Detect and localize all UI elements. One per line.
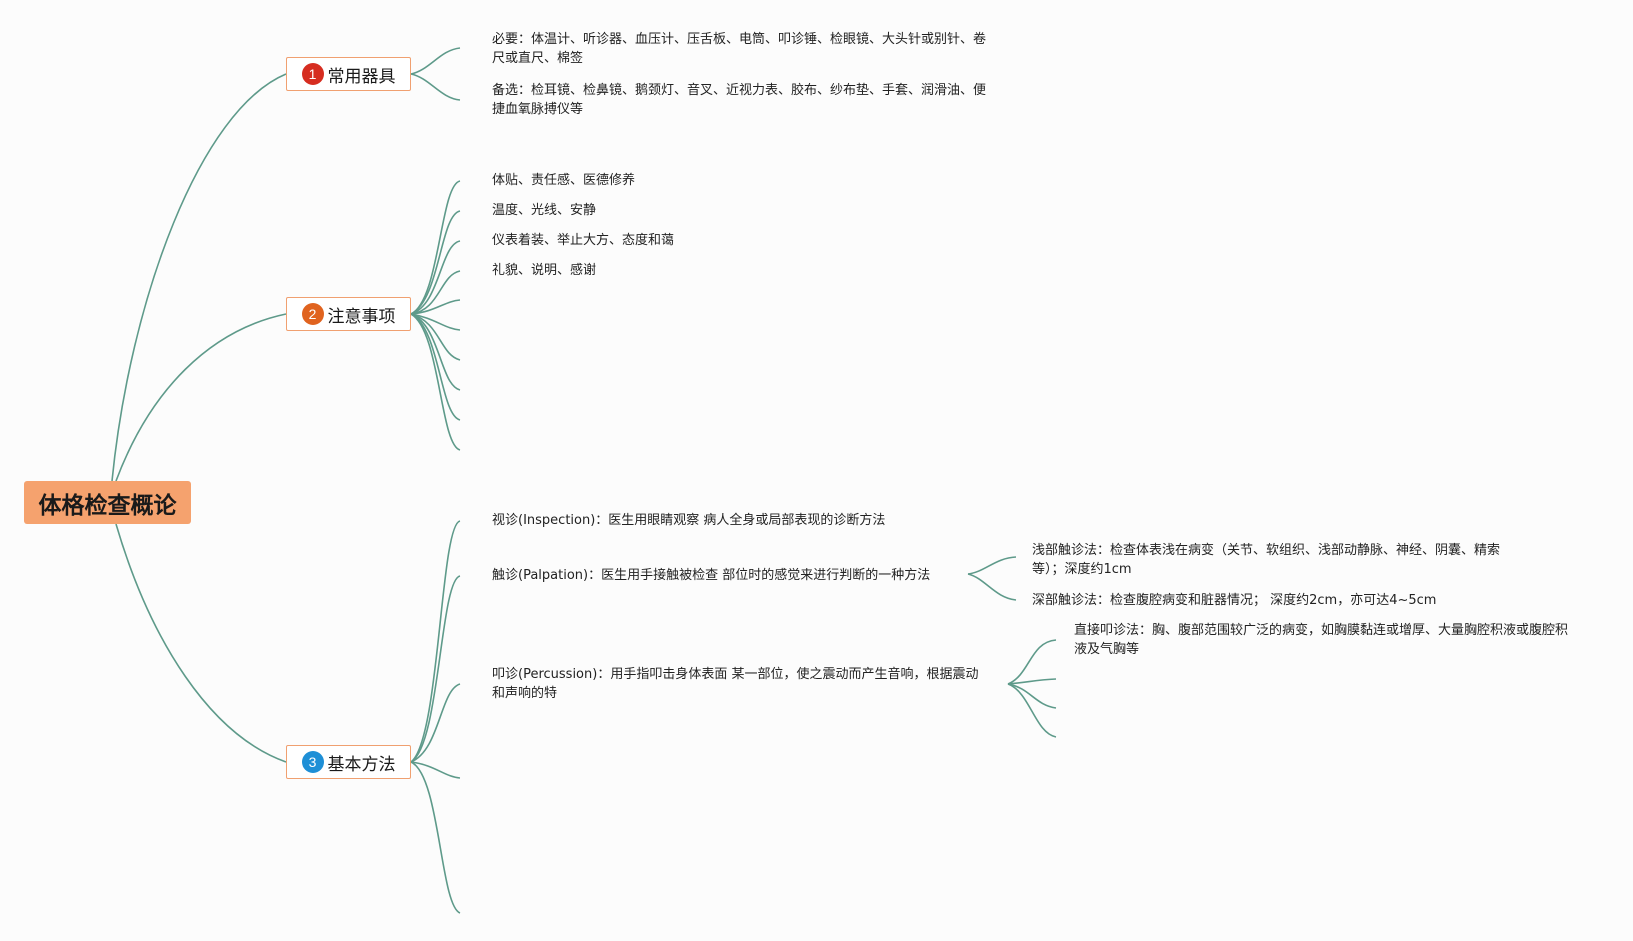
connector-b3-empty-2 bbox=[410, 761, 461, 914]
number-badge-2: 2 bbox=[301, 303, 324, 325]
leaf-percussion[interactable]: 叩诊(Percussion)：用手指叩击身体表面 某一部位，使之震动而产生音响，… bbox=[492, 667, 979, 701]
leaf-optional-instruments[interactable]: 备选：检耳镜、检鼻镜、鹅颈灯、音叉、近视力表、胶布、纱布垫、手套、润滑油、便捷血… bbox=[492, 83, 987, 117]
connector-b2-empty-1 bbox=[410, 299, 461, 315]
connector-b2-leaf-3 bbox=[410, 240, 461, 315]
connector-b3-empty-1 bbox=[410, 761, 461, 779]
leaf-precaution-2[interactable]: 温度、光线、安静 bbox=[492, 203, 597, 218]
connector-palp-sub-2 bbox=[967, 573, 1017, 601]
connector-root-branch-2 bbox=[115, 313, 287, 482]
connector-b3-leaf-2 bbox=[410, 575, 461, 763]
leaf-deep-palpation[interactable]: 深部触诊法：检查腹腔病变和脏器情况； 深度约2cm，亦可达4~5cm bbox=[1032, 593, 1437, 608]
number-badge-3: 3 bbox=[301, 751, 324, 773]
branch-precautions[interactable]: 2 注意事项 bbox=[286, 297, 411, 331]
branch-precautions-label: 注意事项 bbox=[327, 306, 396, 327]
connector-b1-leaf-1 bbox=[410, 47, 461, 75]
connector-palp-sub-1 bbox=[967, 556, 1017, 575]
number-badge-1: 1 bbox=[301, 63, 324, 85]
leaf-precaution-4[interactable]: 礼貌、说明、感谢 bbox=[492, 263, 597, 278]
connector-b1-leaf-2 bbox=[410, 73, 461, 101]
branch-basic-methods-label: 基本方法 bbox=[327, 754, 396, 775]
branch-instruments[interactable]: 1 常用器具 bbox=[286, 57, 411, 91]
connector-b3-leaf-3 bbox=[410, 683, 461, 763]
root-topic[interactable]: 体格检查概论 bbox=[24, 481, 191, 524]
branch-basic-methods[interactable]: 3 基本方法 bbox=[286, 745, 411, 779]
connector-b2-leaf-4 bbox=[410, 270, 461, 315]
leaf-required-instruments[interactable]: 必要：体温计、听诊器、血压计、压舌板、电筒、叩诊锤、检眼镜、大头针或别针、卷尺或… bbox=[492, 32, 987, 66]
root-topic-label: 体格检查概论 bbox=[38, 492, 177, 519]
leaf-palpation[interactable]: 触诊(Palpation)：医生用手接触被检查 部位时的感觉来进行判断的一种方法 bbox=[492, 568, 931, 583]
leaf-precaution-3[interactable]: 仪表着装、举止大方、态度和蔼 bbox=[492, 233, 675, 248]
leaf-precaution-1[interactable]: 体贴、责任感、医德修养 bbox=[492, 173, 636, 188]
leaf-superficial-palpation[interactable]: 浅部触诊法：检查体表浅在病变（关节、软组织、浅部动静脉、神经、阴囊、精索等）；深… bbox=[1032, 543, 1501, 577]
connector-b2-leaf-1 bbox=[410, 180, 461, 315]
connector-b2-empty-6 bbox=[410, 313, 461, 451]
connector-perc-sub-2 bbox=[1007, 678, 1057, 685]
connector-b2-empty-3 bbox=[410, 313, 461, 361]
leaf-inspection[interactable]: 视诊(Inspection)：医生用眼睛观察 病人全身或局部表现的诊断方法 bbox=[492, 513, 886, 528]
connector-perc-sub-1 bbox=[1007, 639, 1057, 685]
connector-b2-leaf-2 bbox=[410, 210, 461, 315]
connector-perc-sub-3 bbox=[1007, 683, 1057, 709]
leaf-direct-percussion[interactable]: 直接叩诊法：胸、腹部范围较广泛的病变，如胸膜黏连或增厚、大量胸腔积液或腹腔积液及… bbox=[1074, 623, 1569, 657]
connector-root-branch-3 bbox=[115, 523, 287, 763]
branch-instruments-label: 常用器具 bbox=[327, 66, 396, 87]
connector-b2-empty-4 bbox=[410, 313, 461, 391]
connector-perc-sub-4 bbox=[1007, 683, 1057, 738]
connector-root-branch-1 bbox=[111, 73, 287, 482]
connector-b3-leaf-1 bbox=[410, 520, 461, 763]
